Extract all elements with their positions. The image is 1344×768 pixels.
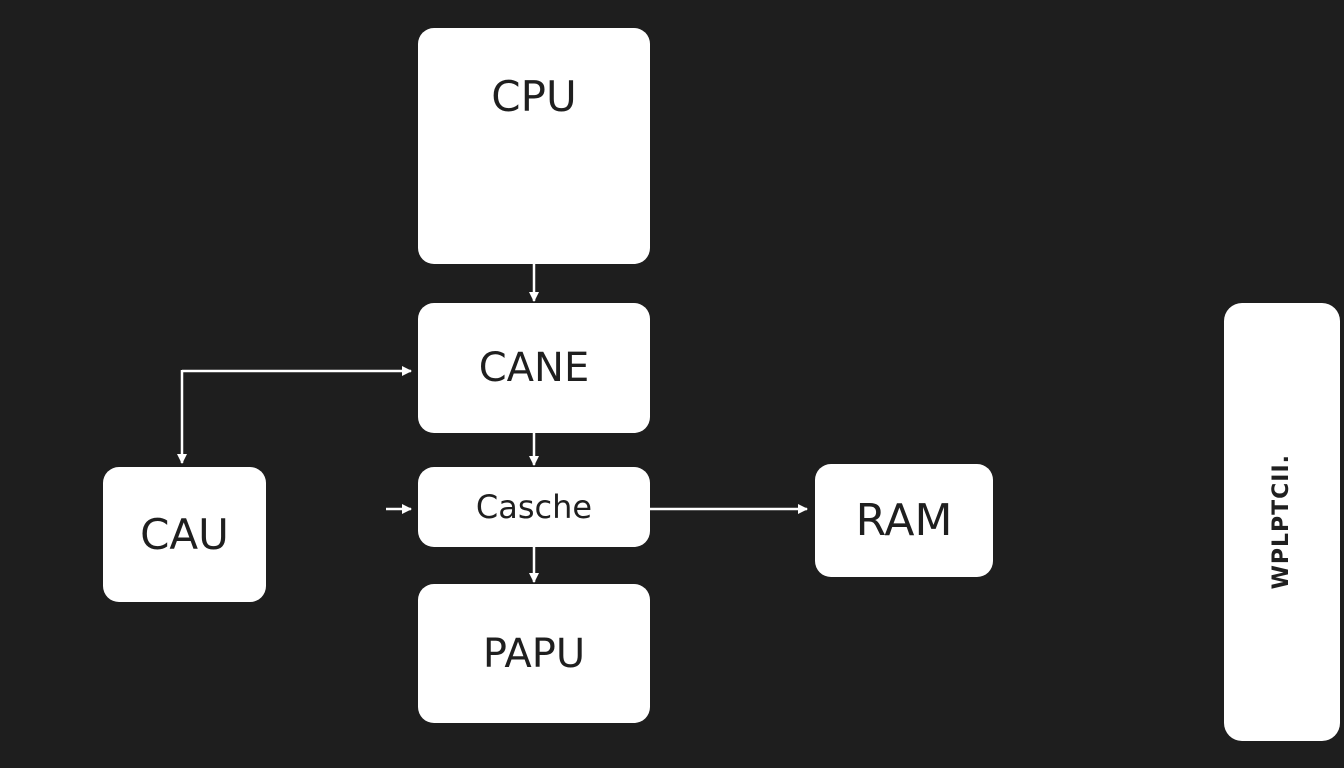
cpu-label: CPU — [491, 72, 577, 121]
cane-label: CANE — [478, 345, 590, 391]
cache-node: Casche — [418, 467, 650, 547]
side-panel: WPLPTCII. — [1224, 303, 1340, 741]
cau-node: CAU — [103, 467, 266, 602]
cane-node: CANE — [418, 303, 650, 433]
ram-node: RAM — [815, 464, 993, 577]
cpu-node: CPU — [418, 28, 650, 264]
side-panel-label: WPLPTCII. — [1269, 454, 1294, 590]
cache-label: Casche — [475, 488, 593, 526]
papu-node: PAPU — [418, 584, 650, 723]
cau-label: CAU — [140, 509, 229, 559]
papu-label: PAPU — [482, 630, 586, 677]
ram-label: RAM — [855, 494, 953, 546]
